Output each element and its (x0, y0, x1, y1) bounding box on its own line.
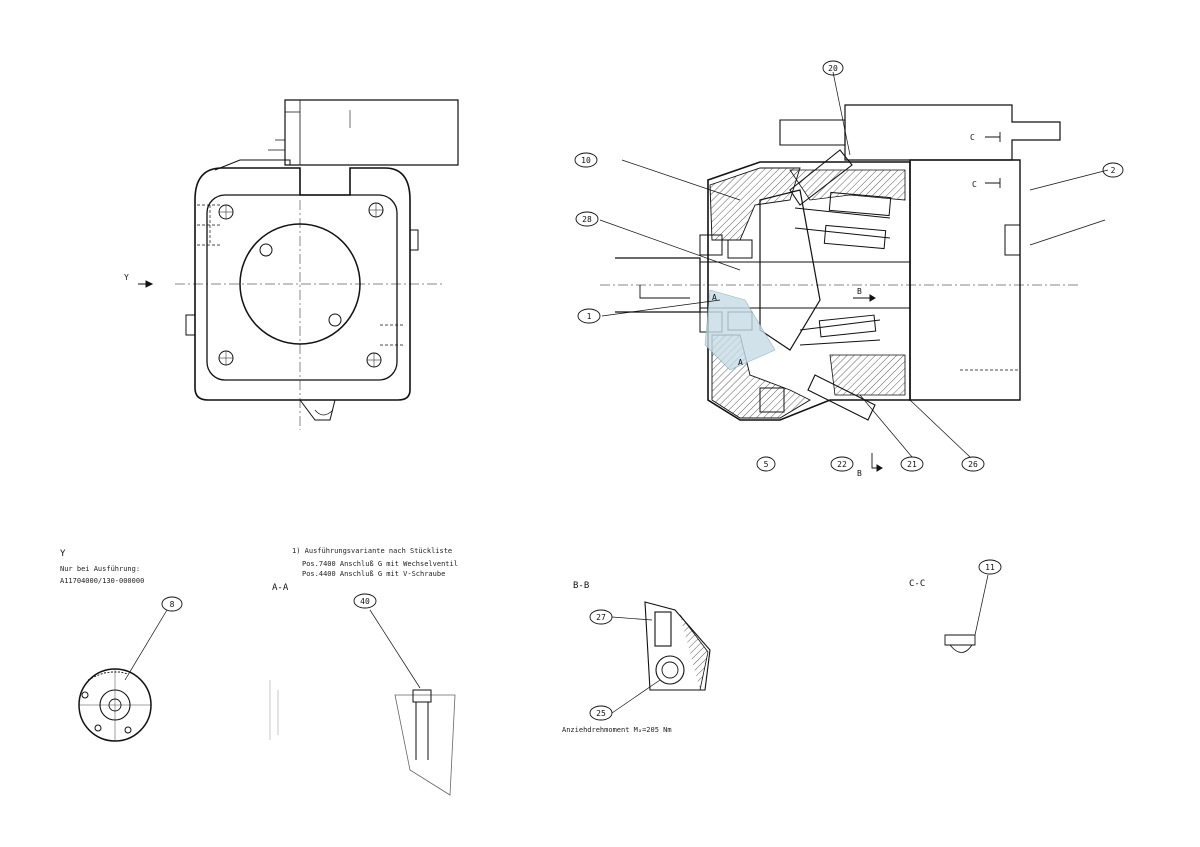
callout-26: 26 (968, 460, 978, 469)
section-mark-c-top: C (970, 133, 975, 142)
callout-balloons (161, 60, 1124, 721)
section-a-a-title: A-A (272, 583, 289, 593)
section-a-a (269, 609, 456, 796)
callout-11: 11 (985, 563, 995, 572)
callout-1: 1 (587, 312, 592, 321)
callout-27: 27 (596, 613, 606, 622)
callout-21: 21 (907, 460, 917, 469)
section-mark-a: A (712, 293, 717, 302)
callout-2: 2 (1111, 166, 1116, 175)
detail-y (78, 609, 168, 742)
callout-22: 22 (837, 460, 847, 469)
section-mark-c-mid: C (972, 180, 977, 189)
section-mark-a-lower: A (738, 358, 743, 367)
footnote-line-2: Pos.4400 Anschluß G mit V-Schraube (302, 570, 446, 578)
callout-40: 40 (360, 597, 370, 606)
callout-28: 28 (582, 215, 592, 224)
section-mark-b-lower: B (857, 469, 862, 478)
callout-8: 8 (170, 600, 175, 609)
callout-20: 20 (828, 64, 838, 73)
section-c-c (944, 574, 989, 653)
section-view (599, 71, 1109, 472)
section-marks: A A B B C C Y (124, 133, 977, 478)
detail-y-note-1: Nur bei Ausführung: (60, 565, 141, 573)
footnote-title: 1) Ausführungsvariante nach Stückliste (292, 547, 453, 555)
section-c-c-title: C-C (909, 579, 926, 589)
callout-10: 10 (581, 156, 591, 165)
callout-5: 5 (764, 460, 769, 469)
section-mark-b: B (857, 287, 862, 296)
footnote-line-1: Pos.7400 Anschluß G mit Wechselventil (302, 560, 458, 568)
torque-note: Anziehdrehmoment Mₐ=205 Nm (562, 726, 672, 734)
detail-y-title: Y (60, 549, 66, 559)
detail-y-note-2: A11704000/130-000000 (60, 577, 145, 585)
section-b-b-title: B-B (573, 581, 590, 591)
section-b-b (611, 601, 711, 714)
callout-numbers: 20 10 2 28 1 5 22 21 26 8 40 27 25 11 (170, 64, 1116, 718)
callout-25: 25 (596, 709, 606, 718)
view-arrow-y: Y (124, 273, 129, 282)
front-view (138, 99, 459, 430)
